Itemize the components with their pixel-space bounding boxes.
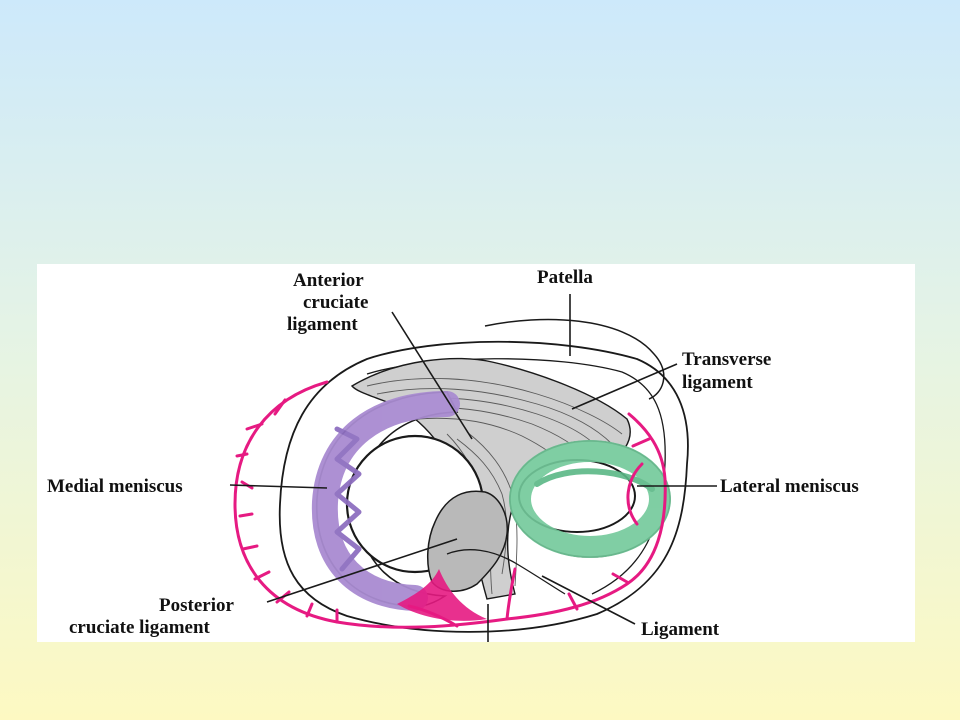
label-patella: Patella bbox=[537, 267, 593, 288]
label-posterior-cruciate-1: Posterior bbox=[159, 595, 234, 616]
label-lateral-meniscus: Lateral meniscus bbox=[720, 476, 859, 497]
label-ligament: Ligament bbox=[641, 619, 720, 640]
label-transverse-2: ligament bbox=[682, 372, 753, 393]
label-transverse-1: Transverse bbox=[682, 349, 771, 370]
leader-lines bbox=[229, 294, 717, 642]
label-medial-meniscus: Medial meniscus bbox=[47, 476, 183, 497]
vascular-network bbox=[233, 380, 667, 629]
label-anterior-cruciate-1: Anterior bbox=[293, 270, 364, 291]
posterior-ligament-bundle bbox=[427, 490, 508, 592]
posterior-ligament-detail bbox=[446, 549, 566, 595]
label-anterior-cruciate-2: cruciate bbox=[303, 292, 368, 313]
label-anterior-cruciate-3: ligament bbox=[287, 314, 358, 335]
patella-outline bbox=[484, 318, 665, 400]
tibial-plateau-outline bbox=[278, 340, 689, 633]
knee-diagram-figure: Patella Anterior cruciate ligament Trans… bbox=[37, 264, 915, 642]
label-posterior-cruciate-2: cruciate ligament bbox=[69, 617, 211, 638]
lateral-meniscus-overlay bbox=[509, 440, 671, 558]
medial-meniscus-overlay bbox=[311, 391, 460, 611]
posterior-vascular-bridge bbox=[397, 569, 487, 621]
